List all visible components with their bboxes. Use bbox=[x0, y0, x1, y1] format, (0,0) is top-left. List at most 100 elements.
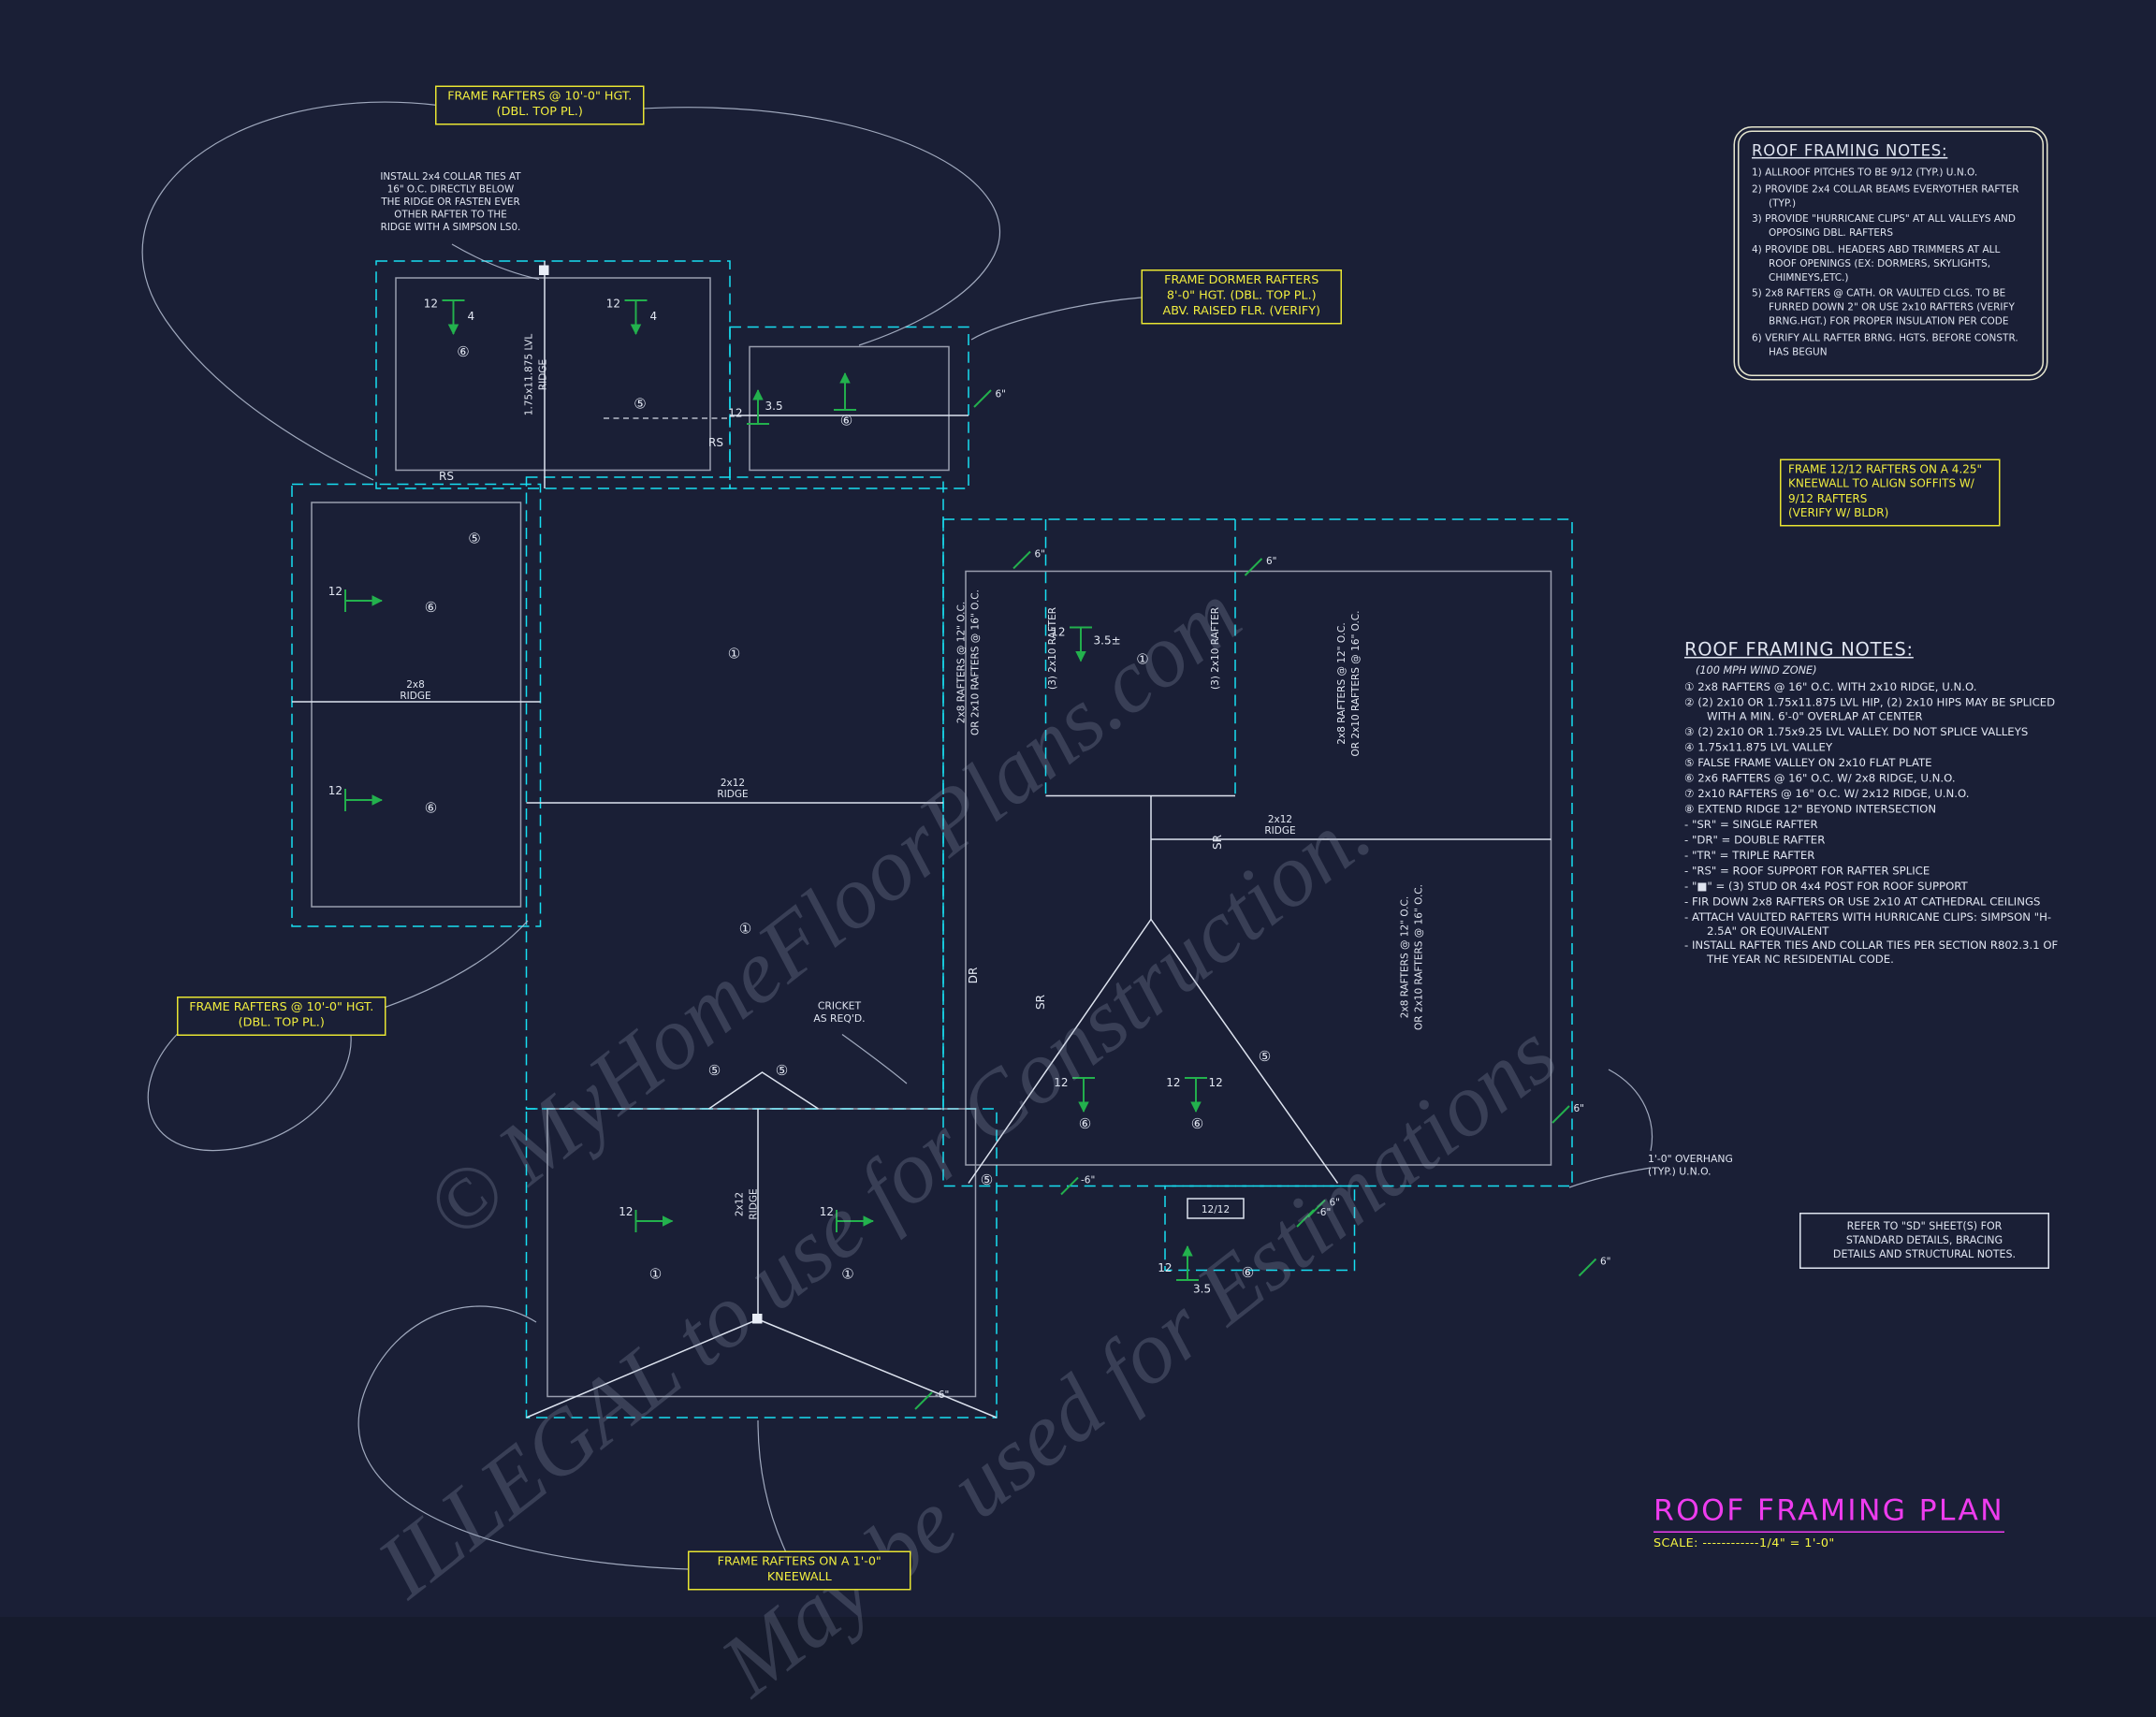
notes-box-item: 2) PROVIDE 2x4 COLLAR BEAMS EVERYOTHER R… bbox=[1752, 183, 2019, 209]
drawing-labels: 12 4 12 4 12 3.5 12 12 12 3.5± 12 12 12 … bbox=[328, 298, 1611, 1402]
overhang-tick-label: 6" bbox=[1600, 1257, 1611, 1268]
ridge-label: RIDGE bbox=[717, 789, 748, 800]
callout-frame-dormer: FRAME DORMER RAFTERS 8'-0" HGT. (DBL. TO… bbox=[1141, 269, 1342, 325]
notes-list-item: ① 2x8 RAFTERS @ 16" O.C. WITH 2x10 RIDGE… bbox=[1684, 680, 1977, 694]
overhang-tick-label: -6" bbox=[1317, 1207, 1331, 1218]
slope-value-label: 12 bbox=[328, 585, 342, 598]
overhang-tick-label: -6" bbox=[935, 1390, 949, 1401]
slope-value-label: 3.5 bbox=[765, 400, 783, 413]
ridge-label: RIDGE bbox=[1264, 825, 1295, 837]
circled-ref: ① bbox=[739, 921, 751, 938]
notes-list-item: - ATTACH VAULTED RAFTERS WITH HURRICANE … bbox=[1684, 909, 2052, 938]
notes-box-item: 3) PROVIDE "HURRICANE CLIPS" AT ALL VALL… bbox=[1752, 213, 2016, 240]
ridge-label: 2x12 bbox=[1268, 814, 1292, 825]
rafter-spec-label: OR 2x10 RAFTERS @ 16" O.C. bbox=[970, 589, 982, 735]
slope-arrows bbox=[344, 299, 1597, 1410]
circled-ref: ⑥ bbox=[425, 800, 437, 817]
slope-value-label: 12 bbox=[1158, 1261, 1172, 1274]
circled-ref: ⑥ bbox=[1242, 1264, 1254, 1281]
rafter-key-label: RS bbox=[439, 470, 454, 483]
notes-list-item: - "SR" = SINGLE RAFTER bbox=[1684, 818, 1818, 831]
notes-list-subtitle: (100 MPH WIND ZONE) bbox=[1696, 663, 1817, 677]
circled-ref: ① bbox=[1136, 651, 1148, 668]
circled-ref: ⑤ bbox=[776, 1062, 788, 1079]
slope-value-label: 12 bbox=[424, 298, 438, 311]
overhang-tick-label: 6" bbox=[1266, 556, 1277, 567]
overhang-tick-label: 6" bbox=[1035, 549, 1046, 560]
slope-value-label: 3.5 bbox=[1193, 1283, 1211, 1296]
slope-value-label: 12 bbox=[328, 784, 342, 797]
rafter-spec-label: OR 2x10 RAFTERS @ 16" O.C. bbox=[1350, 611, 1362, 757]
notes-box-item: 5) 2x8 RAFTERS @ CATH. OR VAULTED CLGS. … bbox=[1752, 288, 2015, 327]
overhang-tick-label: -6" bbox=[1081, 1175, 1095, 1186]
circled-ref: ① bbox=[728, 646, 740, 662]
slope-value-label: 12 bbox=[606, 298, 620, 311]
rafter-spec-label: 2x8 RAFTERS @ 12" O.C. bbox=[1336, 622, 1348, 744]
notes-box-item: 6) VERIFY ALL RAFTER BRNG. HGTS. BEFORE … bbox=[1752, 332, 2018, 357]
notes-list-item: ⑧ EXTEND RIDGE 12" BEYOND INTERSECTION bbox=[1684, 802, 1937, 816]
ridge-label: 2x12 bbox=[735, 1192, 746, 1216]
notes-box-title: ROOF FRAMING NOTES: bbox=[1752, 141, 1948, 161]
rafter-spec-label: (3) 2x10 RAFTER bbox=[1047, 607, 1058, 690]
roof-framing-sheet: 12 4 12 4 12 3.5 12 12 12 3.5± 12 12 12 … bbox=[141, 85, 2080, 1715]
notes-list-item: - INSTALL RAFTER TIES AND COLLAR TIES PE… bbox=[1684, 939, 2059, 967]
ridge-label: 2x8 bbox=[406, 679, 425, 691]
slope-value-label: 12 bbox=[1051, 626, 1065, 639]
roof-framing-notes-box: ROOF FRAMING NOTES: 1) ALLROOF PITCHES T… bbox=[1732, 125, 2049, 382]
slope-value-label: 4 bbox=[650, 310, 658, 323]
overhang-tick-label: 6" bbox=[996, 389, 1007, 400]
ridge-label: RIDGE bbox=[538, 359, 549, 390]
notes-list-item: ⑥ 2x6 RAFTERS @ 16" O.C. W/ 2x8 RIDGE, U… bbox=[1684, 771, 1956, 785]
circled-ref: ⑤ bbox=[708, 1062, 721, 1079]
circled-ref: ⑤ bbox=[634, 396, 646, 413]
notes-list-item: - "TR" = TRIPLE RAFTER bbox=[1684, 848, 1815, 862]
sd-reference-box: REFER TO "SD" SHEET(S) FOR STANDARD DETA… bbox=[1799, 1213, 2049, 1269]
slope-value-label: 12 bbox=[1054, 1076, 1068, 1089]
slope-value-label: 4 bbox=[468, 310, 475, 323]
roof-framing-notes-list: ROOF FRAMING NOTES: (100 MPH WIND ZONE) … bbox=[1684, 640, 2080, 969]
notes-list-item: - "■" = (3) STUD OR 4x4 POST FOR ROOF SU… bbox=[1684, 879, 1968, 893]
circled-ref: ⑥ bbox=[840, 413, 852, 429]
notes-box-item: 4) PROVIDE DBL. HEADERS ABD TRIMMERS AT … bbox=[1752, 243, 2001, 284]
circled-ref: ⑥ bbox=[425, 599, 437, 616]
ridge-label: RIDGE bbox=[749, 1188, 760, 1219]
notes-list-item: ③ (2) 2x10 OR 1.75x9.25 LVL VALLEY. DO N… bbox=[1684, 725, 2029, 738]
circled-ref: ⑥ bbox=[457, 343, 469, 360]
ridge-hip-valley-lines bbox=[292, 261, 1551, 1419]
collar-ties-note: INSTALL 2x4 COLLAR TIES AT 16" O.C. DIRE… bbox=[380, 171, 521, 233]
cricket-note: CRICKET AS REQ'D. bbox=[813, 999, 866, 1026]
overhang-tick-label: 6" bbox=[1330, 1198, 1341, 1209]
slope-value-label: 12 bbox=[1209, 1076, 1223, 1089]
callout-frame-12-12: FRAME 12/12 RAFTERS ON A 4.25" KNEEWALL … bbox=[1780, 458, 2001, 526]
circled-ref: ⑤ bbox=[981, 1171, 993, 1188]
callout-frame-rafters-top: FRAME RAFTERS @ 10'-0" HGT. (DBL. TOP PL… bbox=[435, 85, 645, 125]
rafter-key-label: SR bbox=[1211, 835, 1224, 850]
ridge-label: RIDGE bbox=[400, 691, 430, 702]
title-block: ROOF FRAMING PLAN SCALE: ------------1/4… bbox=[1653, 1493, 2004, 1551]
circled-ref: ⑥ bbox=[1079, 1115, 1091, 1132]
notes-list-item: - "RS" = ROOF SUPPORT FOR RAFTER SPLICE bbox=[1684, 864, 1930, 877]
leader-lines bbox=[141, 101, 1653, 1570]
slope-value-label: 12 bbox=[820, 1205, 834, 1218]
plan-drawing: 12 4 12 4 12 3.5 12 12 12 3.5± 12 12 12 … bbox=[141, 101, 1653, 1570]
circled-ref: ① bbox=[841, 1266, 853, 1283]
circled-ref: ⑤ bbox=[468, 531, 480, 547]
callout-frame-kneewall: FRAME RAFTERS ON A 1'-0" KNEEWALL bbox=[688, 1550, 911, 1591]
rafter-key-label: SR bbox=[1034, 995, 1047, 1010]
notes-list-item: - FIR DOWN 2x8 RAFTERS OR USE 2x10 AT CA… bbox=[1684, 895, 2041, 908]
overhang-tick-label: 6" bbox=[1574, 1103, 1585, 1114]
wall-lines bbox=[311, 277, 1552, 1398]
plan-title: ROOF FRAMING PLAN bbox=[1653, 1493, 2004, 1533]
rafter-spec-label: OR 2x10 RAFTERS @ 16" O.C. bbox=[1414, 884, 1425, 1030]
notes-list-item: ② (2) 2x10 OR 1.75x11.875 LVL HIP, (2) 2… bbox=[1684, 695, 2056, 723]
slope-value-label: 12 bbox=[1166, 1076, 1180, 1089]
rafter-spec-label: 2x8 RAFTERS @ 12" O.C. bbox=[956, 602, 968, 723]
plan-scale: SCALE: ------------1/4" = 1'-0" bbox=[1653, 1536, 1835, 1551]
slope-value-label: 12 bbox=[619, 1205, 633, 1218]
ridge-label: 1.75x11.875 LVL bbox=[524, 334, 535, 416]
rafter-spec-label: (3) 2x10 RAFTER bbox=[1210, 607, 1221, 690]
circled-ref: ① bbox=[649, 1266, 662, 1283]
rafter-key-label: DR bbox=[967, 968, 980, 984]
circled-ref: ⑤ bbox=[1259, 1048, 1271, 1065]
notes-list-item: - "DR" = DOUBLE RAFTER bbox=[1684, 833, 1826, 847]
